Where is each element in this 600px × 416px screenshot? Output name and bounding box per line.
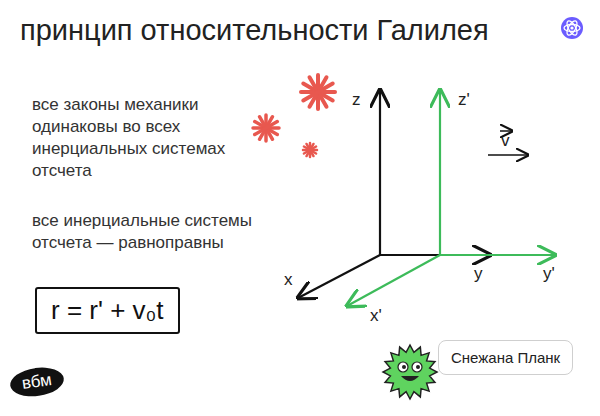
statement: все инерциальные системы отсчета — равно…: [32, 210, 292, 254]
title: принцип относительности Галилея: [20, 14, 489, 47]
velocity-arrow: [488, 131, 528, 155]
black-axes: [298, 90, 490, 298]
vector-label: v: [501, 131, 510, 151]
node-text: вбм: [21, 370, 53, 394]
atom-icon: [561, 17, 583, 39]
green-axes: [347, 90, 555, 306]
author-box: Снежана Планк: [438, 340, 573, 375]
node-text: Снежана Планк: [451, 349, 560, 366]
axis-label: z': [458, 90, 470, 110]
axis-label: z: [352, 90, 361, 110]
node-text: r = r' + v₀t: [51, 295, 164, 326]
logo-oval: вбм: [8, 364, 65, 399]
axis-label: x': [370, 306, 382, 326]
axis-label: y: [474, 264, 483, 284]
axis-label: y': [543, 264, 555, 284]
asterisk-decor: [253, 75, 335, 157]
axis-label: x: [284, 270, 293, 290]
mascot: [383, 345, 437, 399]
statement: все законы механики одинаковы во всех ин…: [32, 94, 247, 182]
formula-box: r = r' + v₀t: [35, 287, 180, 334]
